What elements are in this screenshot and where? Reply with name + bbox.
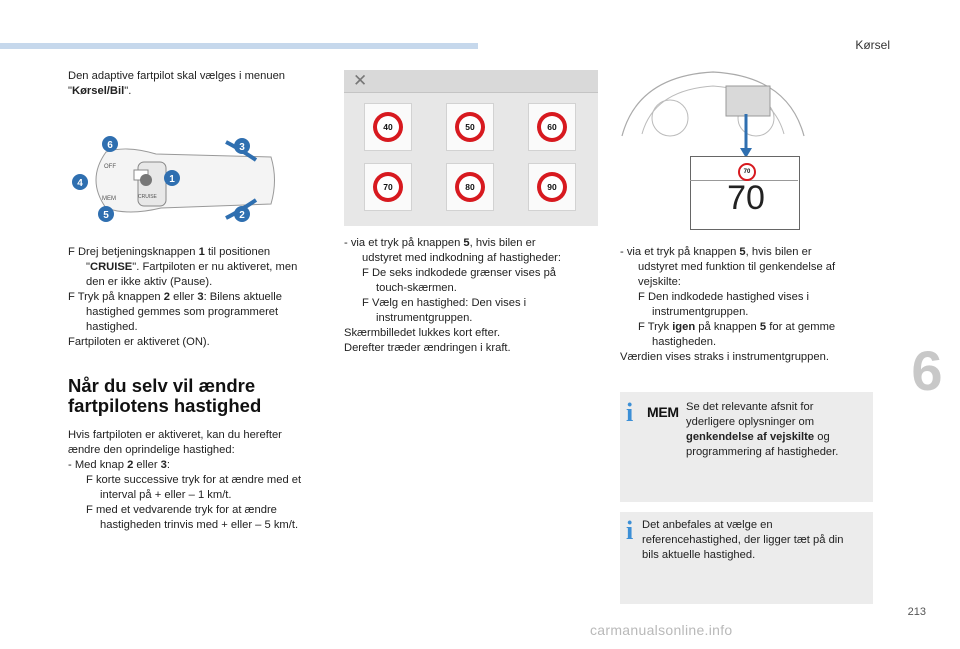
info-box-reference-speed: i Det anbefales at vælge en referencehas…	[620, 512, 873, 604]
set-speed-value: 70	[727, 179, 765, 217]
pointer-arrow-icon	[740, 148, 752, 158]
callout-5: 5	[98, 206, 114, 222]
speed-sign: 40	[373, 112, 403, 142]
instrument-cluster-illustration	[621, 71, 805, 158]
divider	[344, 92, 598, 93]
recognized-speed-sign: 70	[738, 163, 756, 181]
callout-6: 6	[102, 136, 118, 152]
step-line: F Tryk på knappen 2 eller 3: Bilens aktu…	[68, 291, 282, 303]
speed-option-90[interactable]: 90	[528, 163, 576, 211]
svg-text:5: 5	[103, 210, 109, 221]
speed-sign: 80	[455, 172, 485, 202]
callout-2: 2	[234, 206, 250, 222]
step-result: Fartpiloten er aktiveret (ON).	[68, 336, 210, 348]
intro-line: "Kørsel/Bil".	[68, 85, 132, 97]
svg-text:1: 1	[169, 174, 175, 185]
svg-text:4: 4	[77, 178, 83, 189]
lever-body	[95, 148, 275, 213]
speed-option-80[interactable]: 80	[446, 163, 494, 211]
info-box-mem: i MEM Se det relevante afsnit for yderli…	[620, 392, 873, 502]
lever-label-cruise: CRUISE	[138, 194, 158, 200]
chapter-number: 6	[911, 339, 943, 402]
info-icon: i	[626, 398, 634, 427]
lever-label-off: OFF	[104, 164, 116, 170]
speed-option-40[interactable]: 40	[364, 103, 412, 151]
close-icon[interactable]: ✕	[353, 71, 368, 90]
speed-sign: 90	[537, 172, 567, 202]
section-heading: Når du selv vil ændre fartpilotens hasti…	[68, 375, 262, 416]
speed-screen-header	[344, 70, 598, 92]
svg-text:6: 6	[107, 140, 113, 151]
intro-paragraph: Den adaptive fartpilot skal vælges i men…	[68, 69, 328, 99]
menu-path: Kørsel/Bil	[71, 85, 125, 97]
step-line: F Drej betjeningsknappen 1 til positione…	[68, 246, 271, 258]
watermark: carmanualsonline.info	[590, 622, 733, 638]
callout-1: 1	[164, 170, 180, 186]
info-text: Se det relevante afsnit for yderligere o…	[686, 401, 839, 458]
speed-option-70[interactable]: 70	[364, 163, 412, 211]
speed-sign: 70	[373, 172, 403, 202]
cruise-control-lever-illustration: OFF MEM CRUISE 6 4 5 1 3 2	[72, 136, 275, 222]
svg-text:2: 2	[239, 210, 245, 221]
lever-knob	[140, 174, 152, 186]
step-line: den er ikke aktiv (Pause).	[86, 276, 213, 288]
header-accent-bar	[0, 43, 478, 49]
sign-recognition-instructions: - via et tryk på knappen 5, hvis bilen e…	[620, 246, 836, 363]
svg-text:3: 3	[239, 142, 245, 153]
activation-steps: F Drej betjeningsknappen 1 til positione…	[68, 245, 338, 350]
speed-sign: 50	[455, 112, 485, 142]
change-speed-paragraph: Hvis fartpiloten er aktiveret, kan du he…	[68, 429, 302, 531]
callout-3: 3	[234, 138, 250, 154]
lever-label-mem: MEM	[102, 196, 116, 202]
speed-option-50[interactable]: 50	[446, 103, 494, 151]
mem-badge: MEM	[647, 404, 679, 420]
callout-4: 4	[72, 174, 88, 190]
step-line: hastighed gemmes som programmeret	[86, 306, 279, 318]
info-icon: i	[626, 516, 634, 545]
intro-line: Den adaptive fartpilot skal vælges i men…	[68, 70, 286, 82]
step-line: hastighed.	[86, 321, 138, 333]
page-number: 213	[907, 606, 926, 618]
touchscreen-instructions: - via et tryk på knappen 5, hvis bilen e…	[344, 237, 562, 354]
section-title: Kørsel	[855, 38, 890, 52]
speed-option-60[interactable]: 60	[528, 103, 576, 151]
step-line: "CRUISE". Fartpiloten er nu aktiveret, m…	[86, 261, 298, 273]
speed-sign: 60	[537, 112, 567, 142]
info-text: Det anbefales at vælge en referencehasti…	[642, 519, 844, 561]
